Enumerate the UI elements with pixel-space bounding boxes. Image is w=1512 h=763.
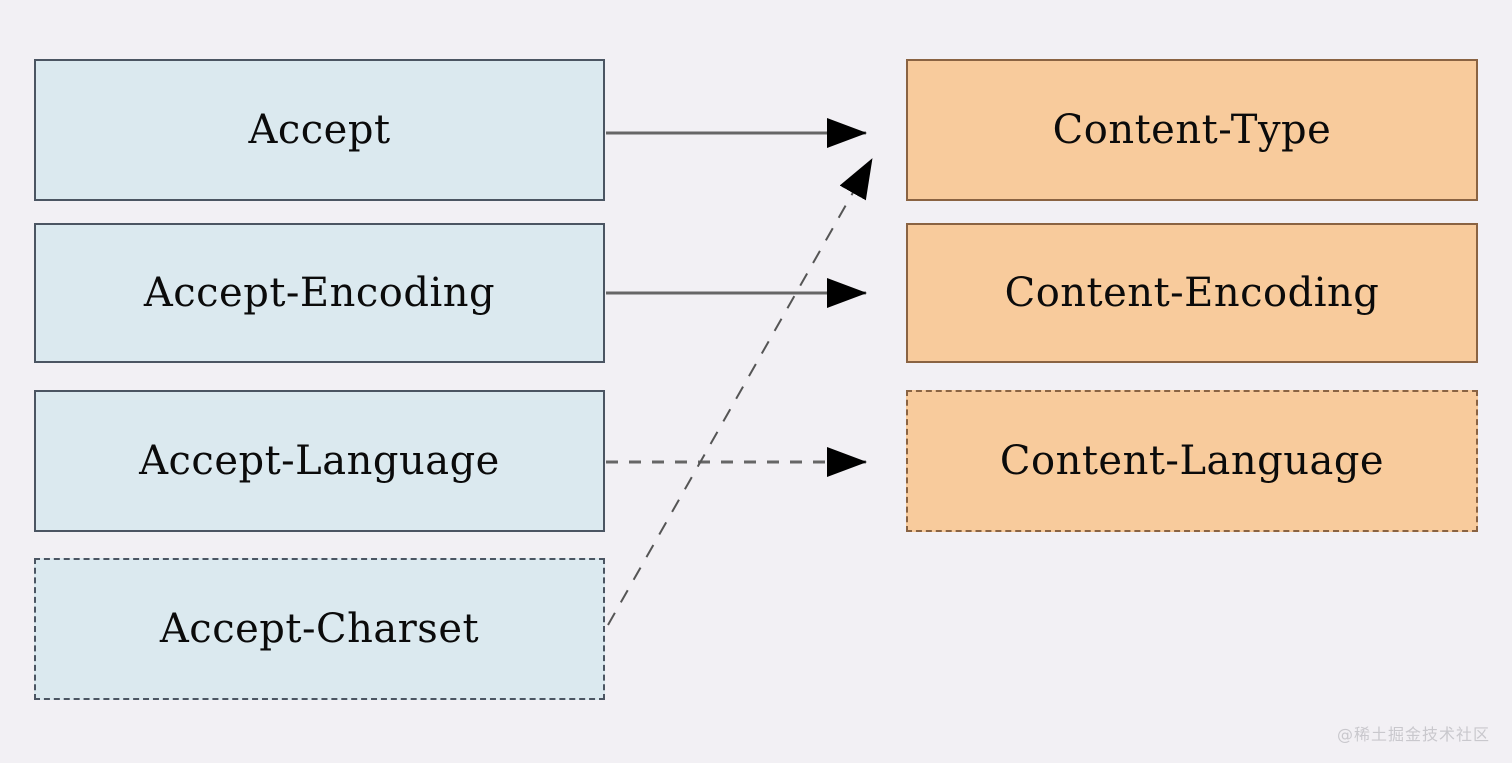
node-accept-encoding-label: Accept-Encoding [143,270,496,316]
node-accept-charset[interactable]: Accept-Charset [34,558,605,700]
node-content-type[interactable]: Content-Type [906,59,1478,201]
node-accept-label: Accept [248,107,391,153]
node-content-type-label: Content-Type [1052,107,1332,153]
node-accept-charset-label: Accept-Charset [159,606,480,652]
node-accept-encoding[interactable]: Accept-Encoding [34,223,605,363]
node-accept-language-label: Accept-Language [139,438,500,484]
node-content-encoding[interactable]: Content-Encoding [906,223,1478,363]
watermark: @稀土掘金技术社区 [1336,725,1490,744]
node-content-language[interactable]: Content-Language [906,390,1478,532]
node-content-language-label: Content-Language [999,438,1385,484]
node-accept[interactable]: Accept [34,59,605,201]
node-accept-language[interactable]: Accept-Language [34,390,605,532]
node-content-encoding-label: Content-Encoding [1004,270,1380,316]
edge-accept-charset-to-content-type [607,158,873,626]
